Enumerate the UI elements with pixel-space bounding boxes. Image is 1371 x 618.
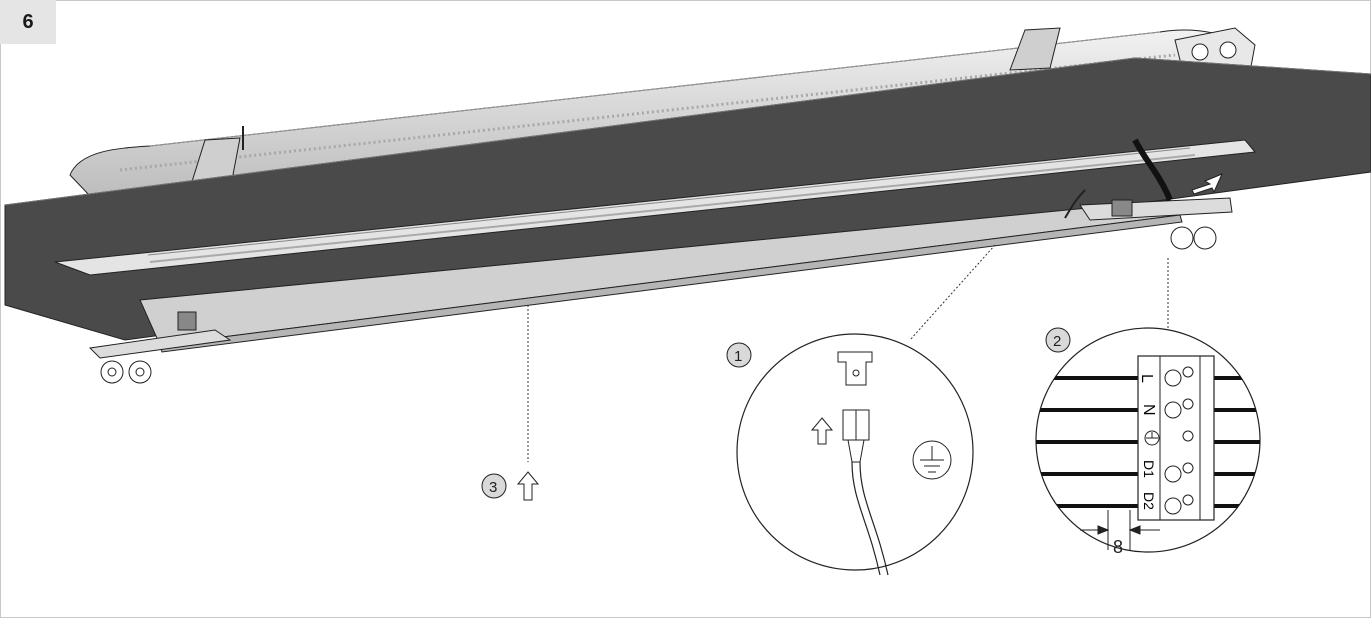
connector-plug-icon [837,351,889,576]
callout-3: 3 [481,471,540,501]
terminal-block-icon [1137,355,1215,521]
up-arrow-icon [516,471,540,501]
callout-1: 1 [726,342,752,368]
callout-3-label: 3 [489,479,497,496]
terminal-label-n: N [1140,404,1157,416]
gear-tray [88,138,1233,384]
step-number: 6 [0,0,56,44]
strip-length-value: 8 [1113,537,1123,557]
detail-connector [736,333,974,576]
terminal-label-d2: D2 [1141,492,1157,510]
terminal-label-l: L [1138,374,1155,383]
up-arrow-icon [810,417,834,445]
callout-1-label: 1 [734,348,742,365]
terminal-ground-icon [1144,430,1160,446]
terminal-label-d1: D1 [1141,460,1157,478]
strip-length-dimension [1080,510,1160,550]
ground-symbol-icon [912,440,952,480]
insert-arrow-icon [1191,173,1223,195]
ceiling-cutout [54,139,1256,276]
leader-lines [527,244,1169,462]
detail-terminal: L N D1 D2 8 [1035,327,1261,557]
callout-2-label: 2 [1053,333,1061,350]
callout-2: 2 [1045,327,1071,353]
step-number-text: 6 [22,10,34,33]
